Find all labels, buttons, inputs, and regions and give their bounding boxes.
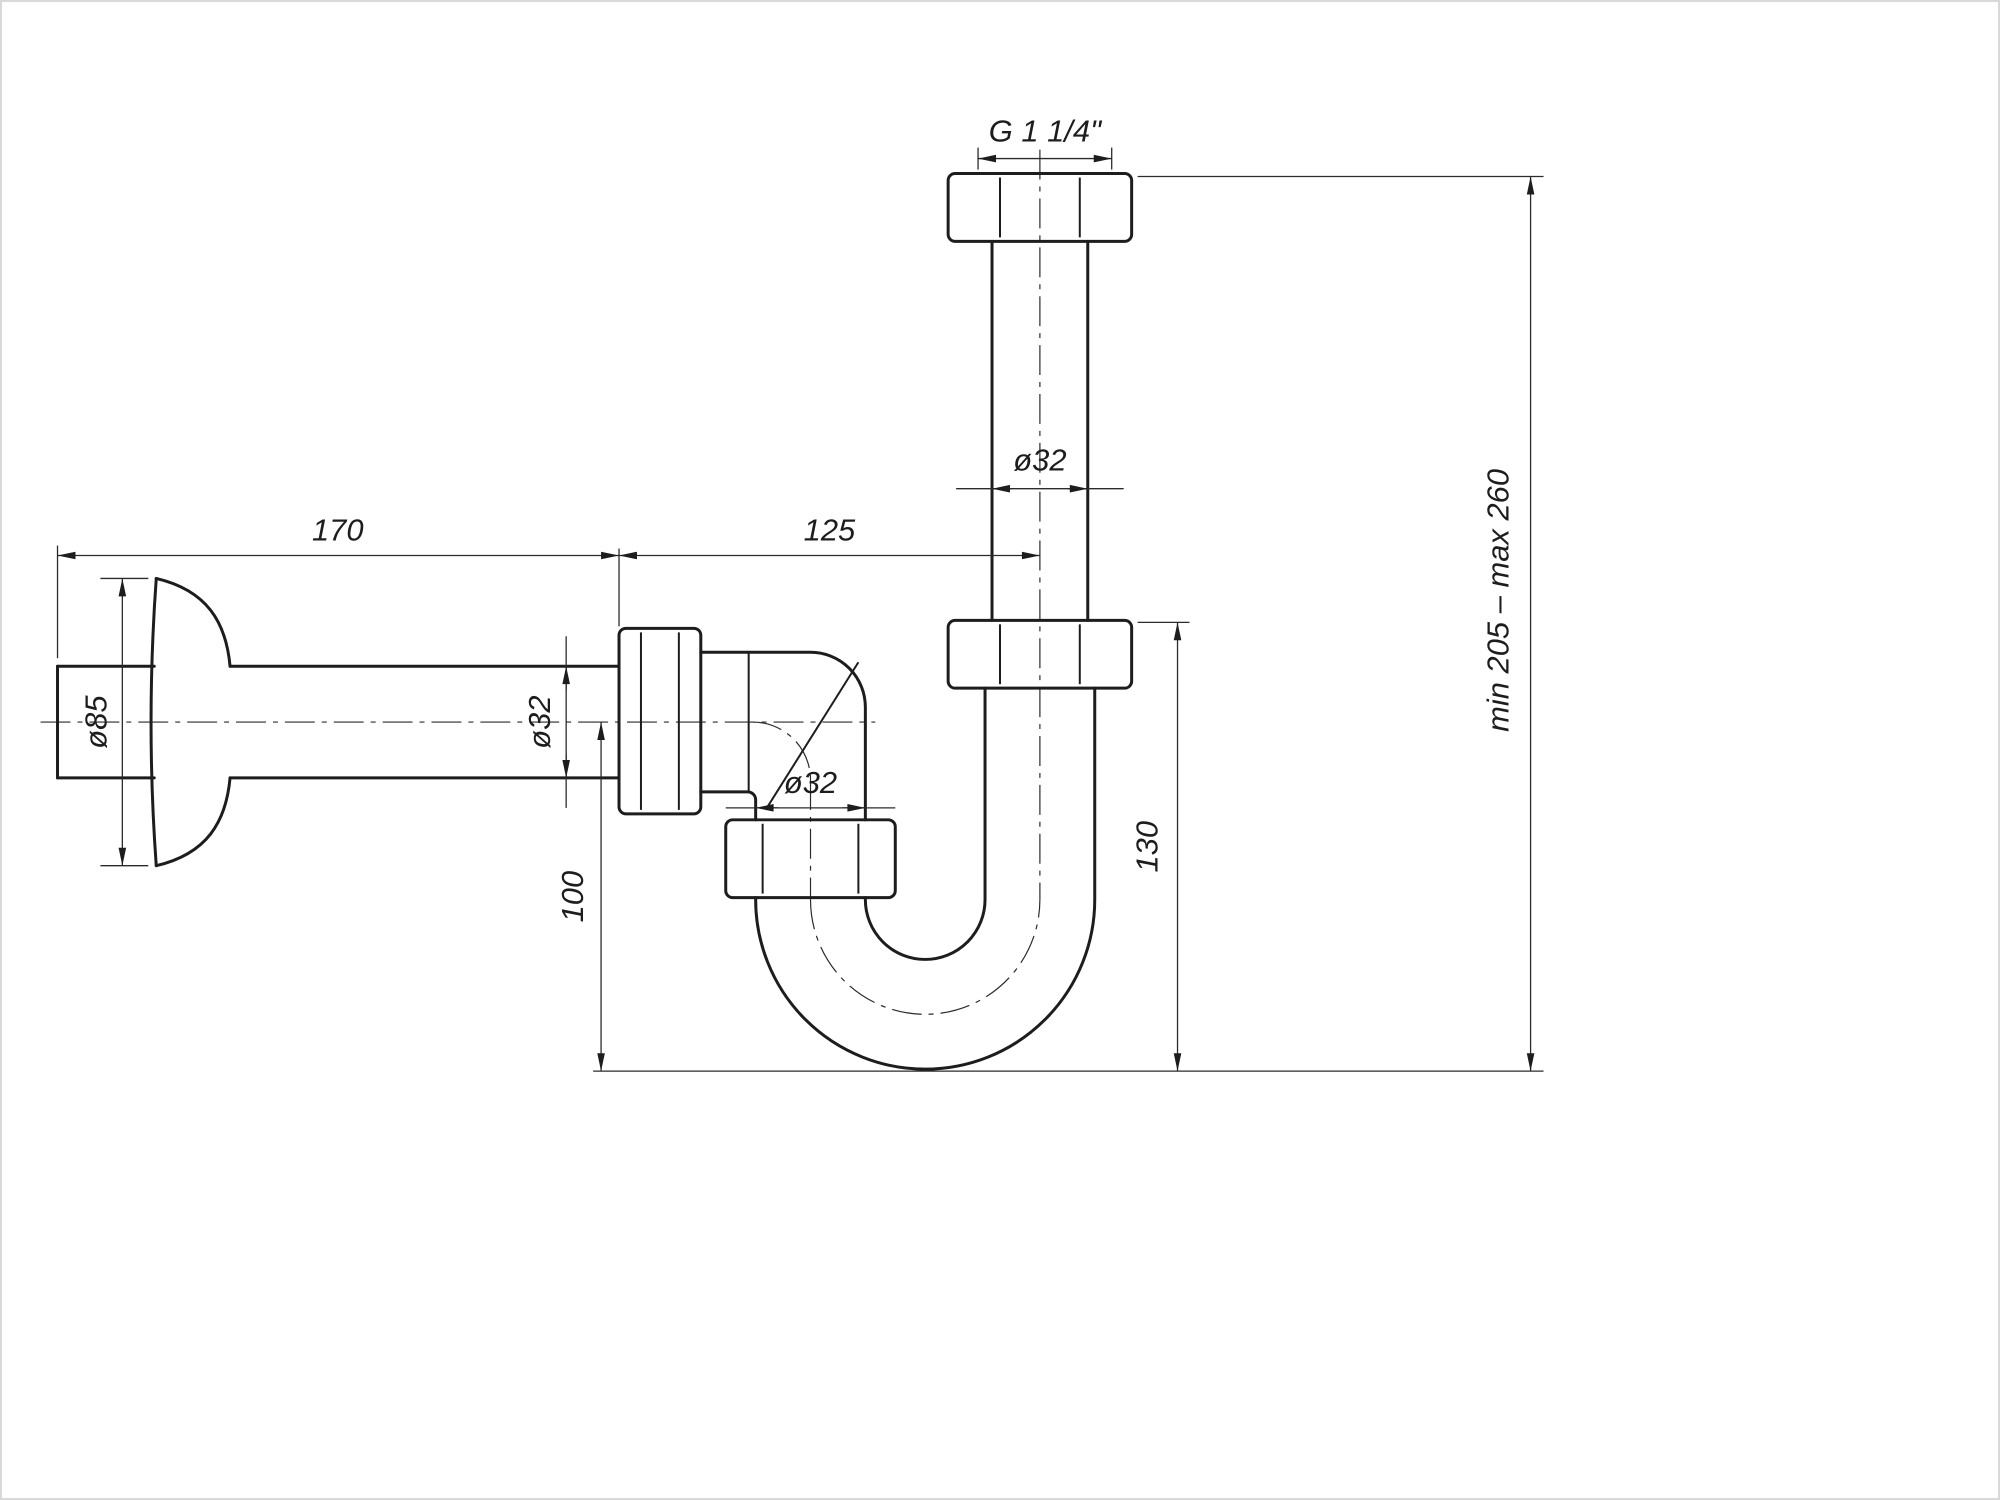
trap-inlet-nut [724, 818, 897, 900]
horizontal-pipe [228, 664, 621, 780]
ubend-inner [863, 686, 987, 961]
middle-union-nut [946, 618, 1134, 690]
trap-u-bend [754, 686, 1097, 1071]
dim-label-dia32-horizontal: ø32 [522, 695, 557, 748]
dimension-lines [57, 154, 1535, 1072]
dim-label-170: 170 [312, 513, 364, 548]
flange-face [149, 576, 158, 868]
nut-body [617, 626, 703, 816]
ubend-centerline-arc [809, 899, 1041, 1015]
ubend-outer [754, 686, 1097, 1071]
dim-label-125: 125 [804, 513, 856, 548]
elbow-centerline-arc [752, 721, 812, 780]
dim-label-thread: G 1 1/4" [989, 114, 1103, 149]
dim-label-dia32-elbow: ø32 [784, 765, 837, 800]
dim-label-dia85-flange: ø85 [78, 695, 113, 749]
dim-label-130: 130 [1130, 821, 1165, 873]
dim-label-100: 100 [555, 871, 590, 923]
elbow-union-nut [617, 626, 703, 816]
dimension-labels: 170 125 G 1 1/4" ø32 ø85 ø32 ø32 100 130… [78, 114, 1515, 923]
nut-body [946, 172, 1134, 243]
elbow-inner [699, 790, 758, 822]
flange-bottom-curve [154, 776, 232, 868]
dim-label-adjust-range: min 205 – max 260 [1481, 469, 1516, 732]
elbow [699, 650, 867, 822]
centerlines [40, 149, 1041, 1015]
nut-body [946, 618, 1134, 690]
top-union-nut [946, 172, 1134, 243]
dim-label-dia32-vertical: ø32 [1013, 443, 1066, 478]
elbow-miter-line [764, 661, 860, 811]
wall-flange [56, 576, 232, 868]
elbow-outer [699, 650, 867, 822]
nut-body [724, 818, 897, 900]
flange-top-curve [154, 576, 232, 668]
extension-lines [56, 147, 1544, 1072]
